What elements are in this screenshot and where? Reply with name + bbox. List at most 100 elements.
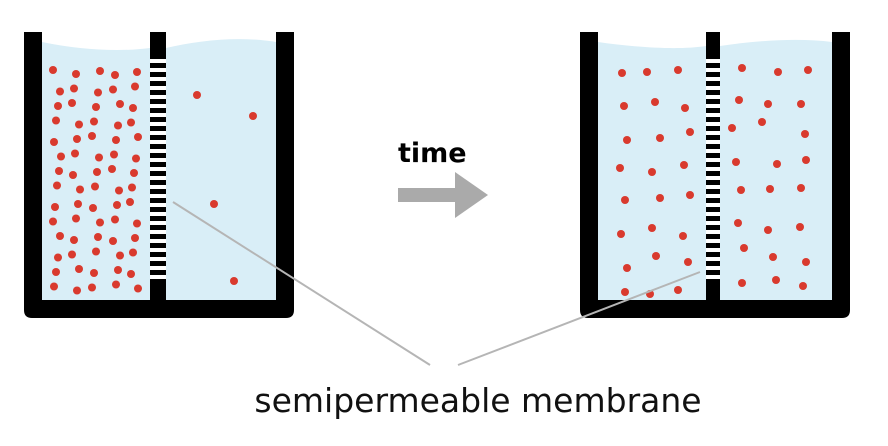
solute-particle — [648, 168, 656, 176]
solute-particle — [96, 67, 104, 75]
membrane-pore-bar — [706, 126, 720, 131]
solute-particle — [732, 158, 740, 166]
solute-particle — [54, 253, 62, 262]
membrane-pore-bar — [150, 270, 166, 275]
solute-particle — [230, 277, 238, 285]
solute-particle — [69, 171, 77, 179]
solute-particle — [738, 64, 746, 72]
solute-particle — [802, 258, 810, 266]
solute-particle — [801, 130, 809, 138]
solute-particle — [53, 181, 61, 190]
solute-particle — [56, 232, 64, 240]
solute-particle — [728, 124, 736, 132]
membrane-pore-bar — [706, 108, 720, 113]
membrane-pore-bar — [706, 234, 720, 239]
membrane-pore-bar — [150, 225, 166, 230]
solute-particle — [131, 82, 139, 91]
solute-particle — [75, 265, 83, 273]
solute-particle — [616, 164, 624, 172]
solute-particle — [75, 120, 83, 129]
solute-particle — [773, 160, 781, 168]
membrane-pore-bar — [150, 198, 166, 203]
solute-particle — [94, 233, 102, 241]
solute-particle — [249, 112, 257, 120]
membrane-pore-bar — [706, 153, 720, 158]
solute-particle — [72, 70, 80, 78]
membrane-pore-bar — [150, 72, 166, 77]
solute-particle — [68, 99, 76, 107]
membrane-pore-bar — [706, 117, 720, 122]
solute-particle — [804, 66, 812, 74]
pointer-line-left — [172, 201, 431, 366]
membrane-pore-bar — [706, 216, 720, 221]
solute-particle — [95, 153, 103, 162]
membrane-pore-bar — [706, 270, 720, 275]
solute-particle — [738, 279, 746, 287]
solute-particle — [92, 247, 100, 256]
solute-particle — [674, 286, 682, 294]
solute-particle — [70, 84, 78, 93]
solute-particles-before — [49, 66, 257, 295]
membrane-pore-bar — [706, 63, 720, 68]
membrane-pore-bar — [706, 198, 720, 203]
solute-particle — [89, 204, 97, 212]
solute-particle — [680, 161, 688, 169]
solute-particle — [802, 156, 810, 164]
membrane-label: semipermeable membrane — [254, 381, 701, 420]
solute-particle — [126, 198, 134, 206]
membrane-pore-bar — [150, 234, 166, 239]
water-after-right — [720, 39, 832, 300]
solute-particle — [623, 264, 631, 272]
solute-particle — [679, 232, 687, 240]
solute-particle — [621, 288, 629, 296]
solute-particle — [96, 218, 104, 227]
membrane-pore-bar — [150, 171, 166, 176]
membrane-pore-bar — [150, 99, 166, 104]
solute-particle — [91, 182, 99, 191]
solute-particle — [88, 283, 96, 292]
membrane-pore-bar — [706, 189, 720, 194]
membrane-pore-bar — [706, 135, 720, 140]
solute-particle — [55, 167, 63, 175]
solute-particle — [656, 134, 664, 142]
solute-particle — [684, 258, 692, 266]
solute-particle — [73, 135, 81, 143]
solute-particle — [656, 194, 664, 202]
membrane-after — [706, 32, 720, 284]
membrane-pore-bar — [706, 171, 720, 176]
solute-particle — [134, 284, 142, 293]
membrane-pore-bar — [150, 81, 166, 86]
solute-particle — [52, 116, 60, 125]
solute-particle — [51, 203, 59, 211]
solute-particle — [774, 68, 782, 76]
membrane-pore-bar — [150, 108, 166, 113]
solute-particle — [128, 183, 136, 192]
solute-particle — [70, 236, 78, 244]
solute-particle — [112, 136, 120, 144]
solute-particle — [129, 248, 137, 257]
solute-particle — [110, 150, 118, 159]
solute-particle — [112, 280, 120, 289]
solute-particle — [71, 149, 79, 158]
solute-particle — [210, 200, 218, 208]
solute-particle — [93, 168, 101, 176]
solute-particle — [651, 98, 659, 106]
membrane-pore-bar — [706, 243, 720, 248]
membrane-pore-bar — [706, 207, 720, 212]
membrane-pore-bar — [150, 54, 166, 59]
right-arrow-icon — [398, 172, 488, 218]
solute-particle — [116, 251, 124, 260]
membrane-pore-bar — [706, 261, 720, 266]
solute-particle — [734, 219, 742, 227]
solute-particle — [111, 71, 119, 79]
membrane-pore-bar — [706, 54, 720, 59]
solute-particle — [133, 68, 141, 76]
beaker-after — [580, 32, 850, 318]
solute-particle — [796, 223, 804, 231]
membrane-pore-bar — [706, 180, 720, 185]
pointer-line-right — [457, 271, 701, 366]
solute-particle — [133, 219, 141, 228]
membrane-pore-bar — [150, 135, 166, 140]
solute-particle — [49, 66, 57, 74]
